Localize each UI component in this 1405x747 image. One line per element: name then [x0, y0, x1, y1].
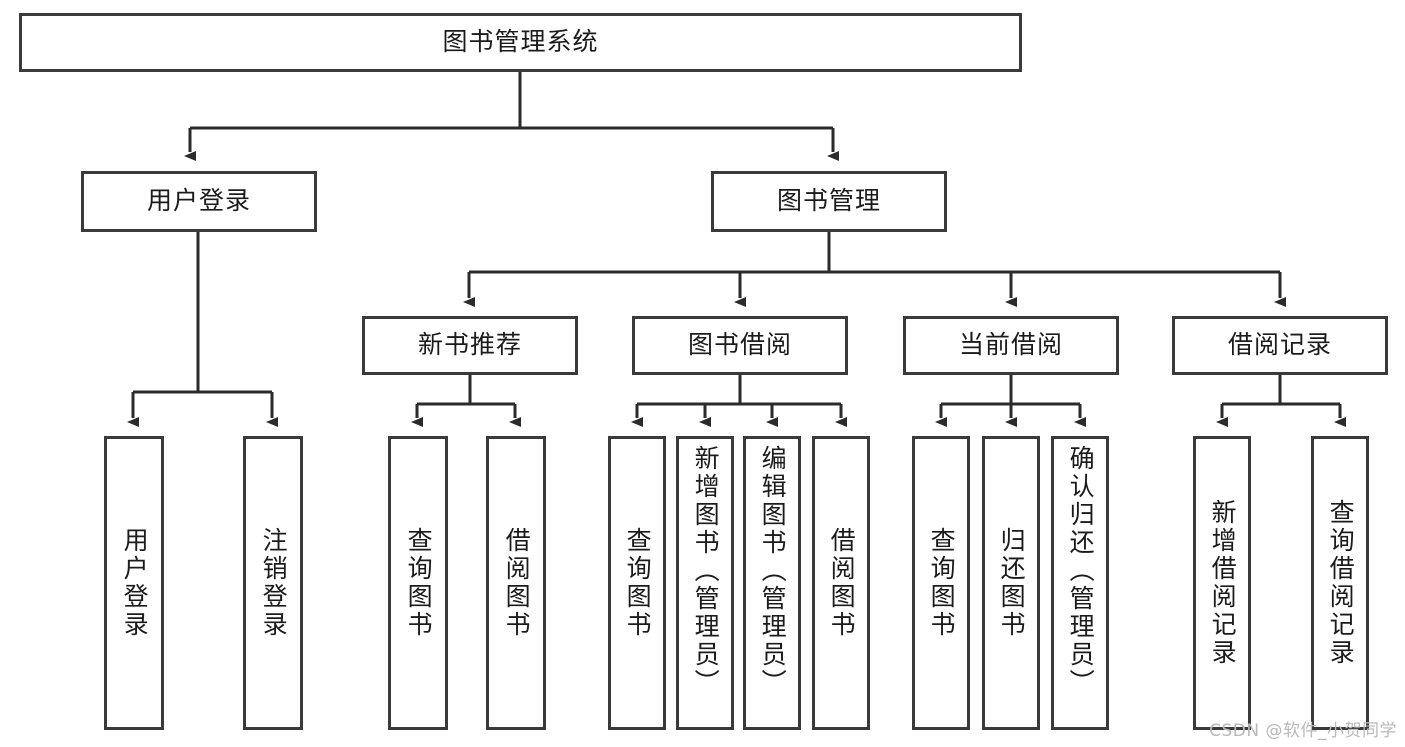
node-borrow-record[interactable]: 借阅记录: [1172, 316, 1388, 375]
leaf-user-logout-label: 注销登录: [259, 527, 289, 639]
leaf-add-record-label: 新增借阅记录: [1208, 499, 1238, 667]
leaf-query-record[interactable]: 查询借阅记录: [1311, 436, 1369, 730]
leaf-user-logout[interactable]: 注销登录: [243, 436, 303, 730]
node-user-login-label: 用户登录: [146, 186, 251, 216]
leaf-query-book-1-label: 查询图书: [404, 527, 434, 639]
leaf-query-book-2[interactable]: 查询图书: [608, 436, 666, 730]
leaf-user-login[interactable]: 用户登录: [104, 436, 164, 730]
node-borrow-record-label: 借阅记录: [1227, 330, 1332, 360]
leaf-borrow-book-1[interactable]: 借阅图书: [486, 436, 546, 730]
leaf-borrow-book-2[interactable]: 借阅图书: [812, 436, 870, 730]
node-root[interactable]: 图书管理系统: [19, 13, 1022, 72]
node-root-label: 图书管理系统: [442, 27, 599, 57]
leaf-query-book-2-label: 查询图书: [623, 527, 653, 639]
leaf-borrow-book-2-label: 借阅图书: [827, 527, 857, 639]
node-book-borrow[interactable]: 图书借阅: [632, 316, 848, 375]
leaf-return-book[interactable]: 归还图书: [982, 436, 1040, 730]
node-current-borrow[interactable]: 当前借阅: [903, 316, 1119, 375]
leaf-add-record[interactable]: 新增借阅记录: [1193, 436, 1251, 730]
leaf-confirm-return[interactable]: 确认归还（管理员）: [1051, 436, 1109, 730]
leaf-user-login-label: 用户登录: [120, 527, 150, 639]
node-new-book-recommend[interactable]: 新书推荐: [362, 316, 578, 375]
leaf-query-record-label: 查询借阅记录: [1326, 499, 1356, 667]
leaf-return-book-label: 归还图书: [997, 527, 1027, 639]
node-book-manage-label: 图书管理: [776, 186, 881, 216]
node-user-login[interactable]: 用户登录: [81, 171, 317, 232]
leaf-confirm-return-label: 确认归还（管理员）: [1066, 445, 1096, 697]
leaf-query-book-1[interactable]: 查询图书: [388, 436, 448, 730]
leaf-query-book-3[interactable]: 查询图书: [912, 436, 970, 730]
leaf-borrow-book-1-label: 借阅图书: [502, 527, 532, 639]
node-current-borrow-label: 当前借阅: [958, 330, 1063, 360]
leaf-add-book-label: 新增图书（管理员）: [691, 445, 721, 697]
leaf-edit-book[interactable]: 编辑图书（管理员）: [743, 436, 801, 730]
node-new-book-recommend-label: 新书推荐: [417, 330, 522, 360]
node-book-borrow-label: 图书借阅: [687, 330, 792, 360]
leaf-add-book[interactable]: 新增图书（管理员）: [676, 436, 734, 730]
node-book-manage[interactable]: 图书管理: [711, 171, 947, 232]
leaf-query-book-3-label: 查询图书: [927, 527, 957, 639]
leaf-edit-book-label: 编辑图书（管理员）: [758, 445, 788, 697]
